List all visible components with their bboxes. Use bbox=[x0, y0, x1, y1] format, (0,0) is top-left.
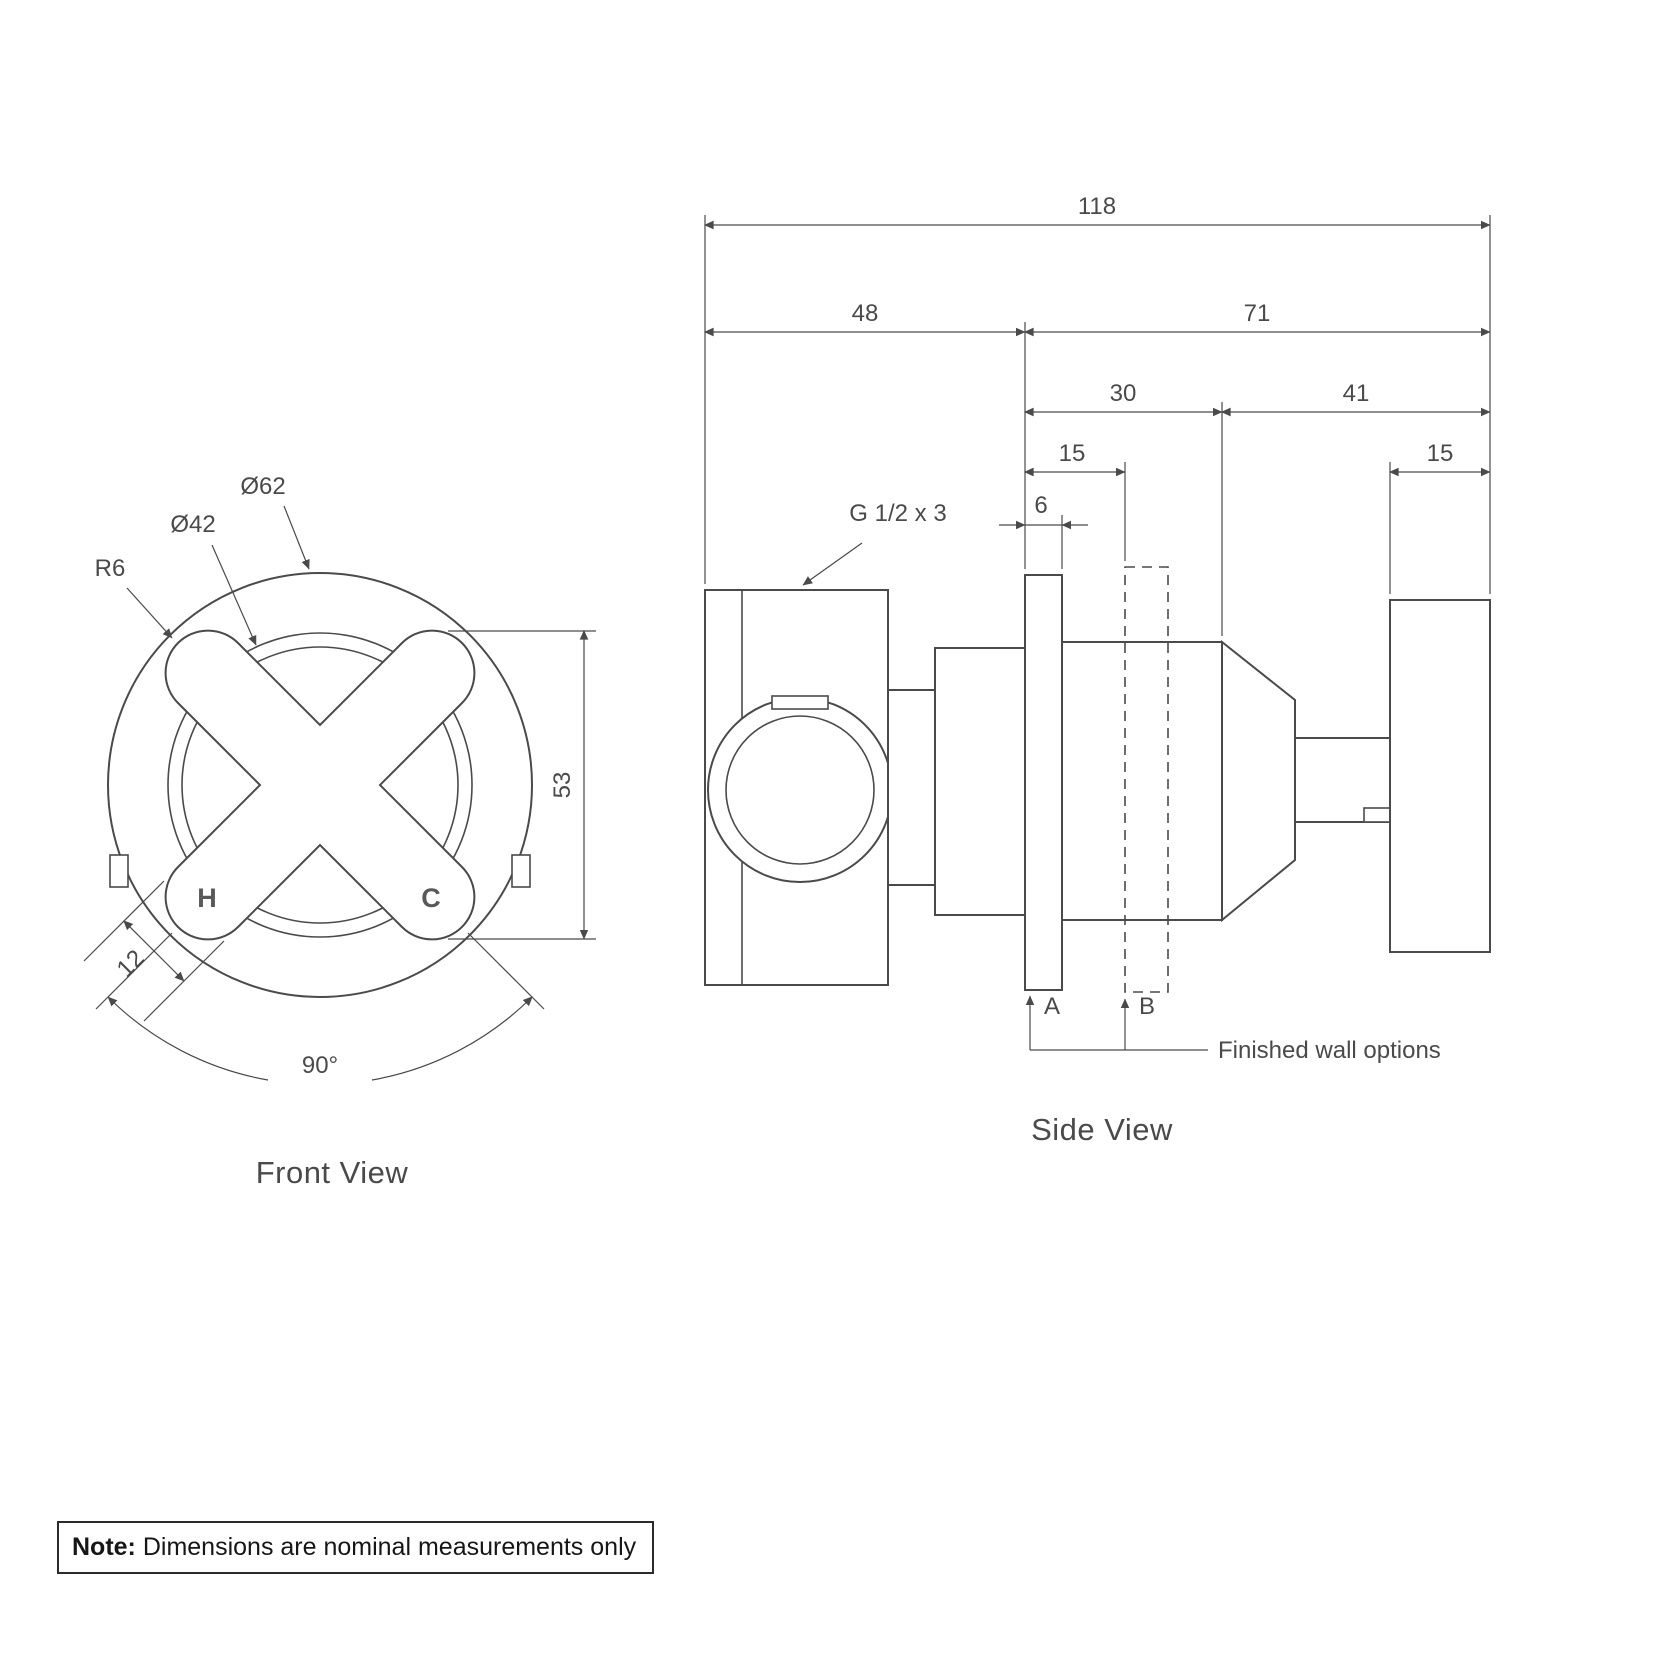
overall-depth-label: 118 bbox=[1078, 193, 1116, 220]
finished-wall-options-label: Finished wall options bbox=[1218, 1037, 1441, 1064]
bonnet-taper bbox=[1221, 639, 1296, 923]
extension-line bbox=[95, 932, 173, 1010]
outer-diameter-leader-line bbox=[283, 505, 310, 570]
corner-radius-label: R6 bbox=[95, 555, 126, 582]
cold-indicator-label: C bbox=[421, 883, 441, 913]
cross-handle-side-profile bbox=[1389, 599, 1491, 953]
front-view: H C Ø62 Ø42 R6 53 12 90° Front View bbox=[83, 473, 596, 1190]
angle-dimension-arc bbox=[107, 996, 269, 1081]
mounting-tab-left bbox=[109, 854, 129, 888]
thread-spec-leader-line bbox=[802, 542, 863, 586]
flange-outer-circle bbox=[107, 572, 533, 998]
outer-diameter-label: Ø62 bbox=[240, 473, 285, 500]
wall-option-a-label: A bbox=[1044, 993, 1060, 1020]
inner-diameter-leader-line bbox=[211, 544, 257, 646]
side-view: 118 48 71 30 41 15 15 6 G 1/2 x 3 A B Fi… bbox=[703, 193, 1491, 1147]
note-box: Note: Dimensions are nominal measurement… bbox=[57, 1521, 655, 1574]
handle-height-label: 53 bbox=[549, 772, 576, 799]
note-text: Dimensions are nominal measurements only bbox=[142, 1533, 637, 1561]
mounting-tab-right bbox=[511, 854, 531, 888]
arm-width-label: 12 bbox=[112, 945, 150, 983]
finished-wall-option-b-outline bbox=[1124, 566, 1169, 993]
cartridge-depth-label: 30 bbox=[1110, 380, 1137, 407]
note-label: Note: bbox=[72, 1533, 136, 1561]
wall-option-depth-label: 15 bbox=[1059, 440, 1086, 467]
cartridge-housing bbox=[934, 647, 1026, 916]
angle-dimension-arc bbox=[371, 996, 533, 1081]
cross-handle bbox=[164, 629, 476, 941]
handle-projection-label: 41 bbox=[1343, 380, 1370, 407]
stem-clip-detail bbox=[1363, 807, 1391, 823]
body-depth-label: 48 bbox=[852, 300, 879, 327]
body-connector bbox=[887, 689, 936, 886]
port-key-detail bbox=[771, 695, 829, 710]
handle-angle-label: 90° bbox=[302, 1052, 338, 1079]
inner-diameter-label: Ø42 bbox=[170, 511, 215, 538]
wall-option-b-label: B bbox=[1139, 993, 1155, 1020]
bonnet-housing bbox=[1061, 641, 1223, 921]
escutcheon-ring-outer bbox=[167, 632, 473, 938]
front-view-caption: Front View bbox=[256, 1155, 409, 1190]
corner-radius-leader-line bbox=[126, 587, 173, 639]
thread-spec-label: G 1/2 x 3 bbox=[849, 500, 946, 527]
trim-depth-label: 71 bbox=[1244, 300, 1271, 327]
escutcheon-ring-inner bbox=[181, 646, 459, 924]
extension-line bbox=[467, 932, 545, 1010]
handle-thickness-label: 15 bbox=[1427, 440, 1454, 467]
wall-flange-plate bbox=[1024, 574, 1063, 991]
hot-indicator-label: H bbox=[197, 883, 217, 913]
inlet-port-inner-circle bbox=[725, 715, 875, 865]
plate-offset-label: 6 bbox=[1034, 492, 1047, 519]
side-view-caption: Side View bbox=[1031, 1112, 1173, 1147]
